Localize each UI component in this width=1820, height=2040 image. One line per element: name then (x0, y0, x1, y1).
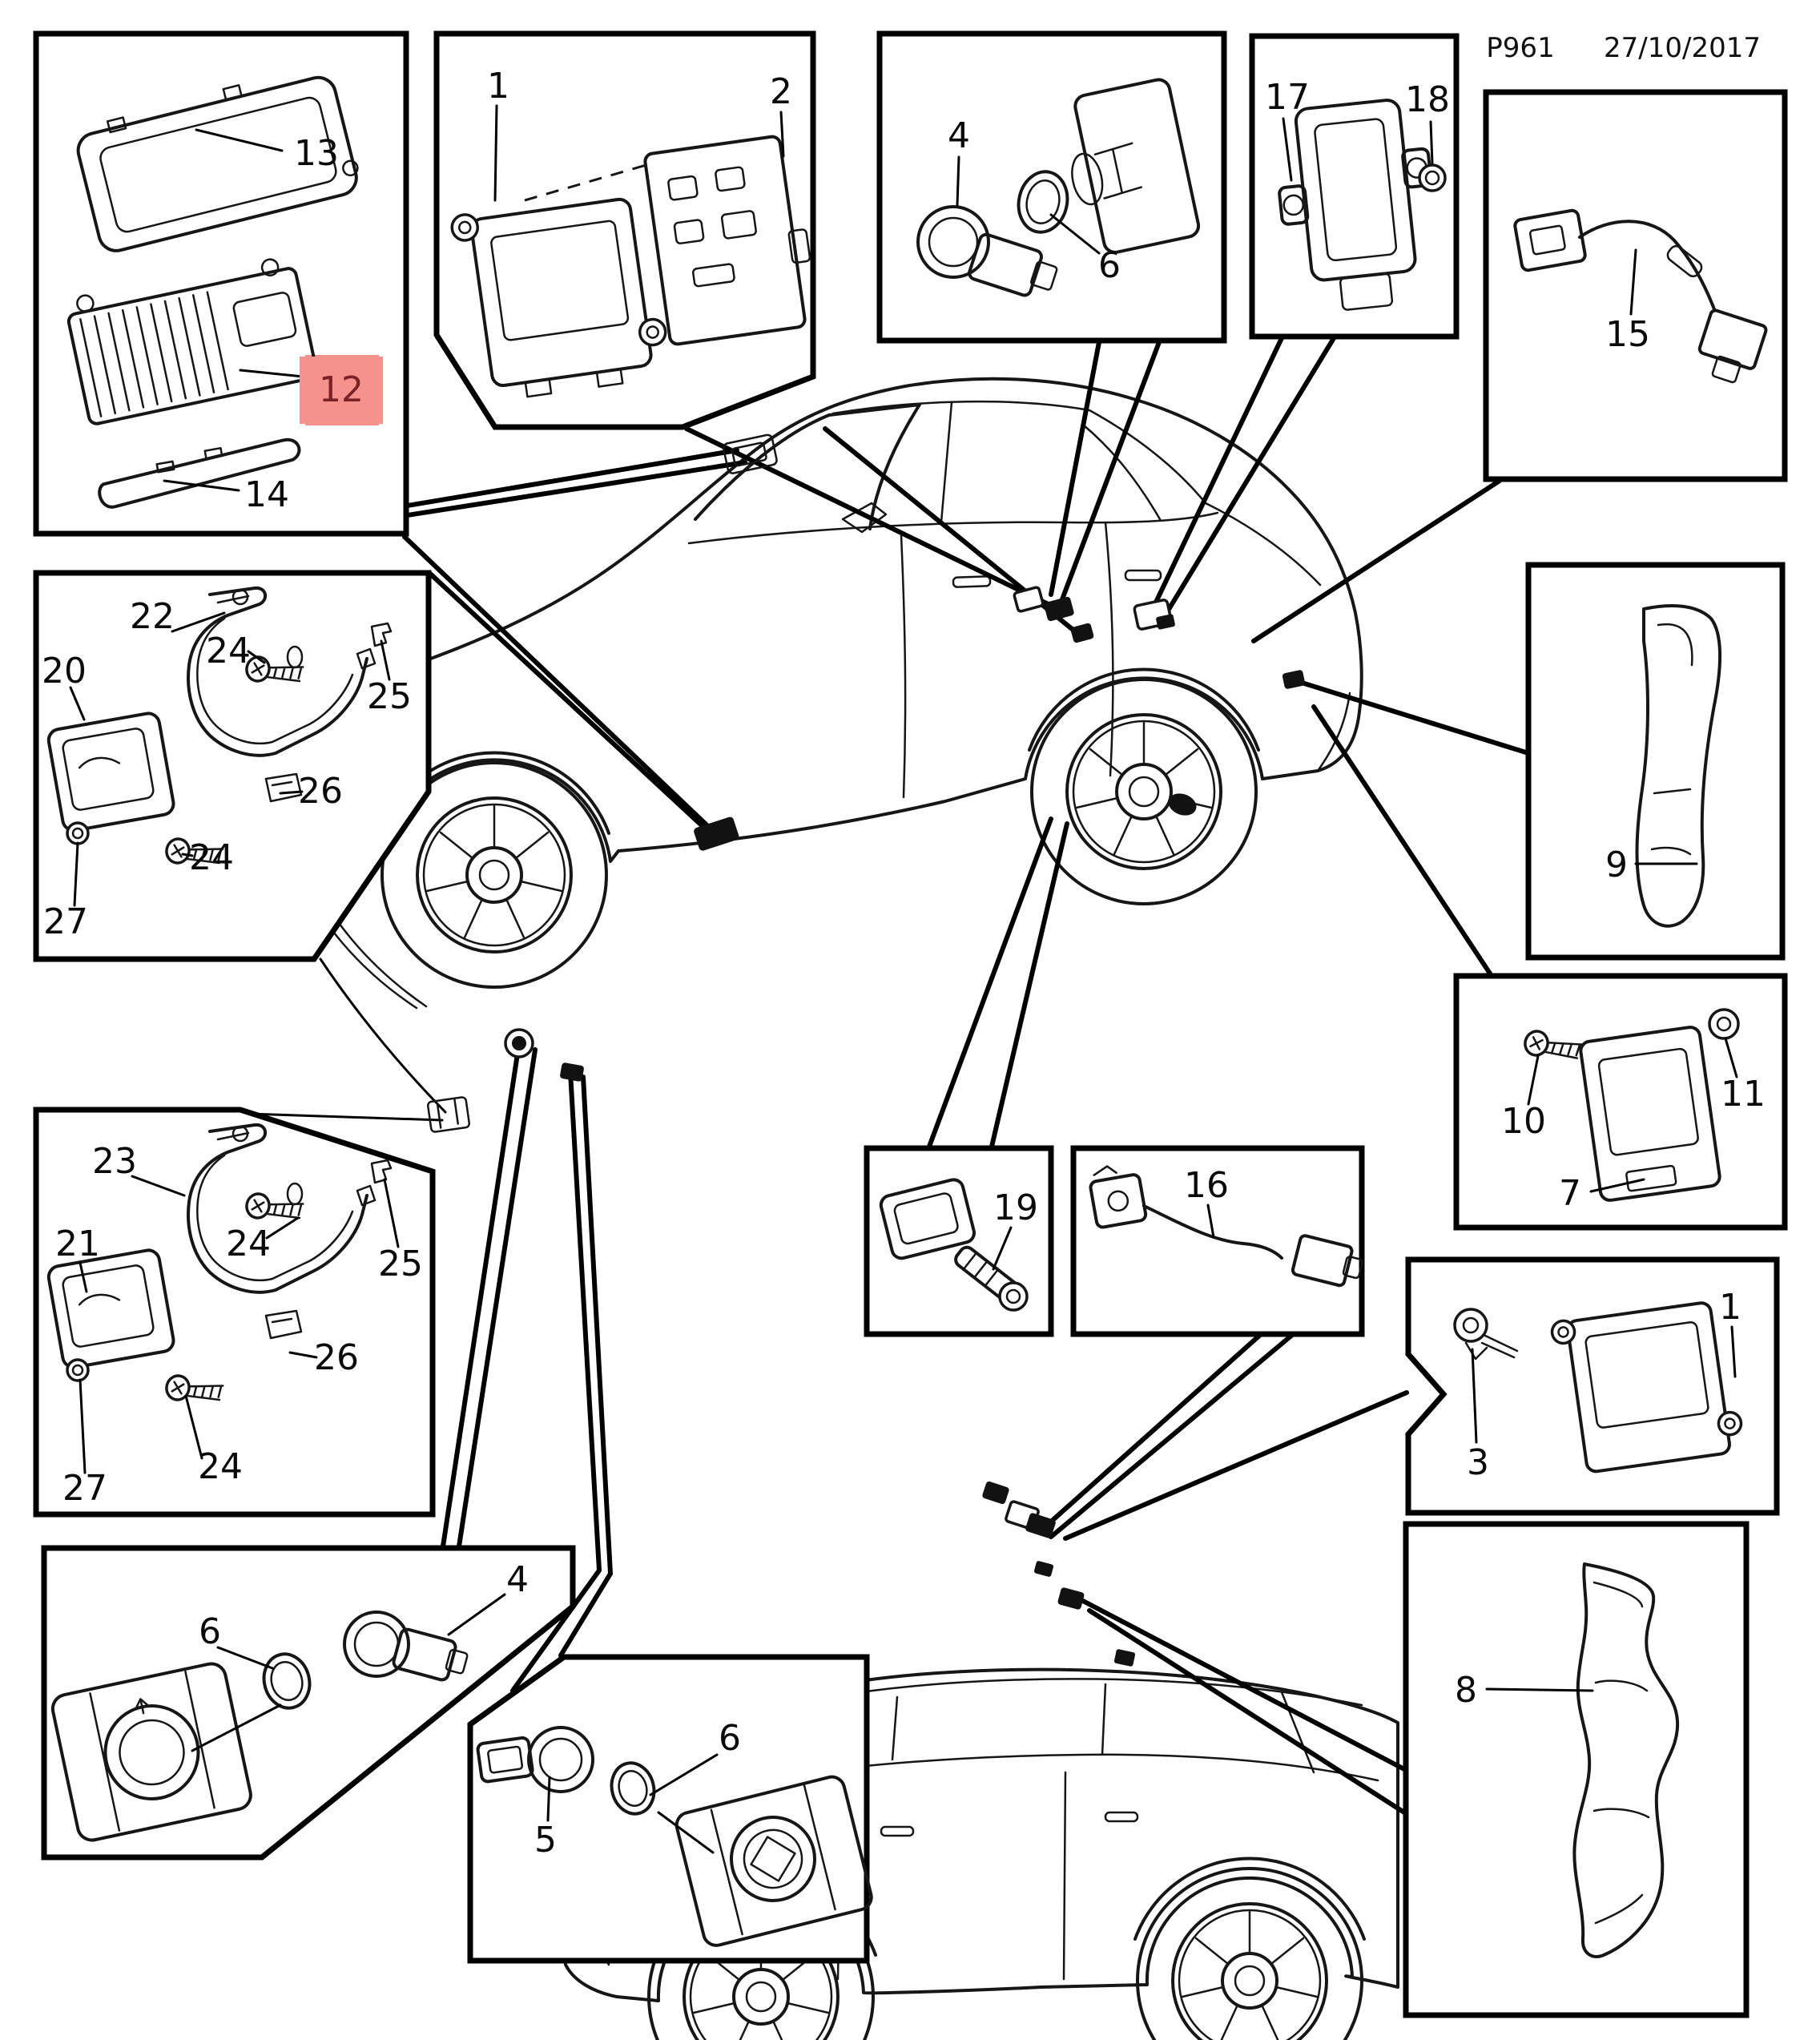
part-callout-21: 21 (55, 1224, 100, 1264)
part-callout-18: 18 (1405, 79, 1450, 120)
page-date: 27/10/2017 (1604, 32, 1761, 64)
part-callout-1: 1 (487, 66, 509, 107)
module-screw-nut-art (1520, 1008, 1740, 1202)
rear-module-pin-art (1453, 1301, 1743, 1474)
part-callout-2: 2 (770, 71, 792, 112)
mounting-point-glyphs (426, 433, 1306, 1667)
part-callout-6: 6 (719, 1718, 741, 1759)
part-callout-4: 4 (948, 115, 970, 156)
display-module-bracket-art (450, 104, 811, 398)
pillar-trim-art (1634, 604, 1722, 928)
front-radar-bracket-box-lower (33, 1107, 436, 1518)
parking-sensor-retainer-art (916, 78, 1201, 297)
part-callout-11: 11 (1721, 1074, 1766, 1115)
part-callout-24: 24 (206, 631, 251, 671)
part-callout-5: 5 (534, 1820, 557, 1861)
rear-sensor-holder-box-left (41, 1545, 576, 1861)
part-callout-22: 22 (130, 596, 175, 637)
display-module-bracket-box (433, 30, 816, 430)
front-radar-assembly-upper (47, 588, 391, 907)
sensor-harness-box (1070, 1145, 1365, 1337)
part-callout-9: 9 (1605, 845, 1628, 885)
part-callout-25: 25 (367, 676, 412, 717)
part-callout-4: 4 (506, 1559, 529, 1600)
part-callout-12-highlighted: 12 (300, 357, 383, 424)
sensor-bracket-grommet-art (1278, 99, 1447, 311)
part-callout-26: 26 (314, 1337, 359, 1378)
sensor-harness-art (1089, 1165, 1363, 1288)
part-callout-25: 25 (378, 1244, 423, 1284)
rear-sensor-holder-box-middle (467, 1654, 870, 1964)
parking-sensor-retainer-box (876, 30, 1227, 344)
part-callout-8: 8 (1455, 1670, 1477, 1711)
rear-sensor-holder-left-art (50, 1593, 506, 1842)
tyre-pressure-sensor-art (879, 1178, 1029, 1312)
front-radar-bracket-box-upper (33, 570, 432, 962)
part-callout-16: 16 (1184, 1165, 1229, 1206)
part-callout-6: 6 (199, 1611, 221, 1652)
part-callout-24: 24 (198, 1446, 243, 1487)
rear-sensor-holder-middle-art (476, 1726, 873, 1947)
part-callout-3: 3 (1467, 1442, 1489, 1483)
part-callout-13: 13 (294, 133, 339, 174)
part-callout-23: 23 (92, 1141, 137, 1182)
part-callout-19: 19 (993, 1187, 1038, 1228)
part-callout-14: 14 (244, 474, 289, 515)
part-callout-20: 20 (42, 651, 87, 691)
pillar-trim-box (1525, 562, 1786, 961)
part-callout-26: 26 (298, 771, 343, 812)
front-radar-assembly-lower (47, 1125, 400, 1474)
bumper-bracket-box (1403, 1521, 1750, 2018)
page-code: P961 (1486, 32, 1555, 64)
part-callout-1: 1 (1719, 1287, 1741, 1328)
camera-cable-art (1513, 208, 1768, 384)
part-callout-27: 27 (62, 1468, 107, 1509)
part-callout-6: 6 (1098, 245, 1121, 286)
part-callout-27: 27 (43, 901, 88, 942)
part-callout-24: 24 (226, 1224, 271, 1264)
part-callout-24: 24 (189, 837, 234, 878)
part-callout-15: 15 (1605, 314, 1650, 355)
bumper-bracket-art (1485, 1562, 1680, 1958)
part-callout-10: 10 (1501, 1101, 1546, 1142)
leader-lines (238, 336, 1531, 1815)
camera-cable-box (1483, 89, 1788, 482)
part-callout-17: 17 (1265, 77, 1310, 118)
part-callout-7: 7 (1559, 1173, 1581, 1214)
